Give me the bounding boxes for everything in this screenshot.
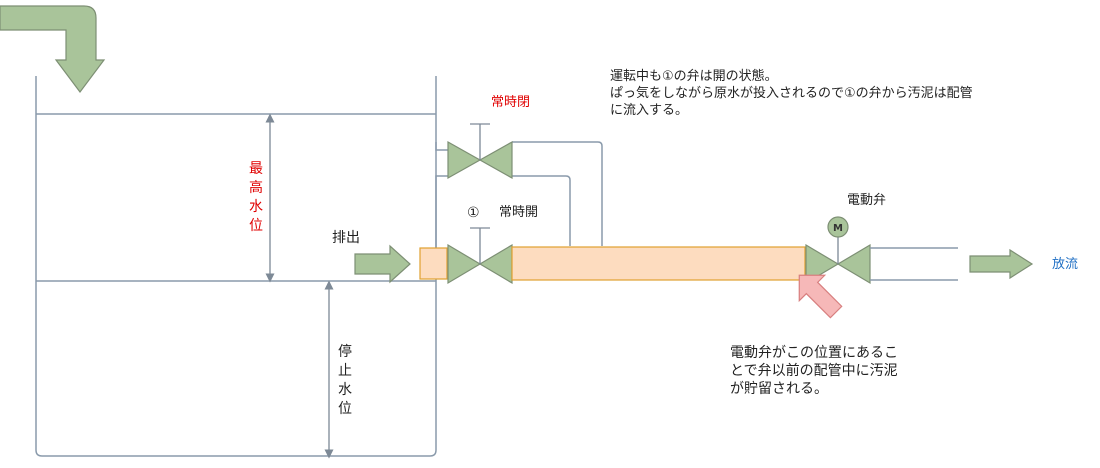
top-valve-outlet-pipe-outer: [512, 141, 603, 246]
normally-closed-label: 常時閉: [491, 95, 531, 110]
top-valve-outlet-pipe-inner: [512, 175, 571, 246]
max-water-level-label: 最 高 水 位: [249, 161, 263, 234]
tank-outline: [35, 76, 437, 457]
motor-valve: M: [805, 216, 871, 285]
upper-branch-pipe: [435, 142, 448, 151]
sludge-retention-note: 電動弁がこの位置にあるこ とで弁以前の配管中に汚泥 が貯留される。: [730, 345, 898, 397]
outflow-label: 放流: [1052, 257, 1079, 272]
pointer-arrow: [798, 274, 843, 319]
discharge-arrow: [354, 244, 411, 284]
motor-valve-label: 電動弁: [847, 193, 887, 208]
valve-1-normally-open: [447, 227, 513, 285]
motor-mark: M: [833, 223, 843, 234]
normally-closed-valve: [447, 123, 513, 180]
discharge-label: 排出: [332, 230, 360, 246]
valve-number-label: ①: [467, 205, 480, 221]
inflow-arrow: [0, 5, 106, 93]
outflow-arrow: [969, 248, 1034, 280]
operation-note: 運転中も①の弁は開の状態。 ぱっ気をしながら原水が投入されるので①の弁から汚泥は…: [610, 69, 973, 118]
sludge-filled-pipe: [511, 246, 806, 281]
stop-water-level-label: 停 止 水 位: [338, 344, 352, 417]
upper-branch-pipe-2: [435, 175, 448, 248]
normally-open-label: 常時開: [499, 205, 539, 220]
outlet-sludge-segment: [419, 247, 448, 280]
motor-icon: [827, 216, 849, 238]
